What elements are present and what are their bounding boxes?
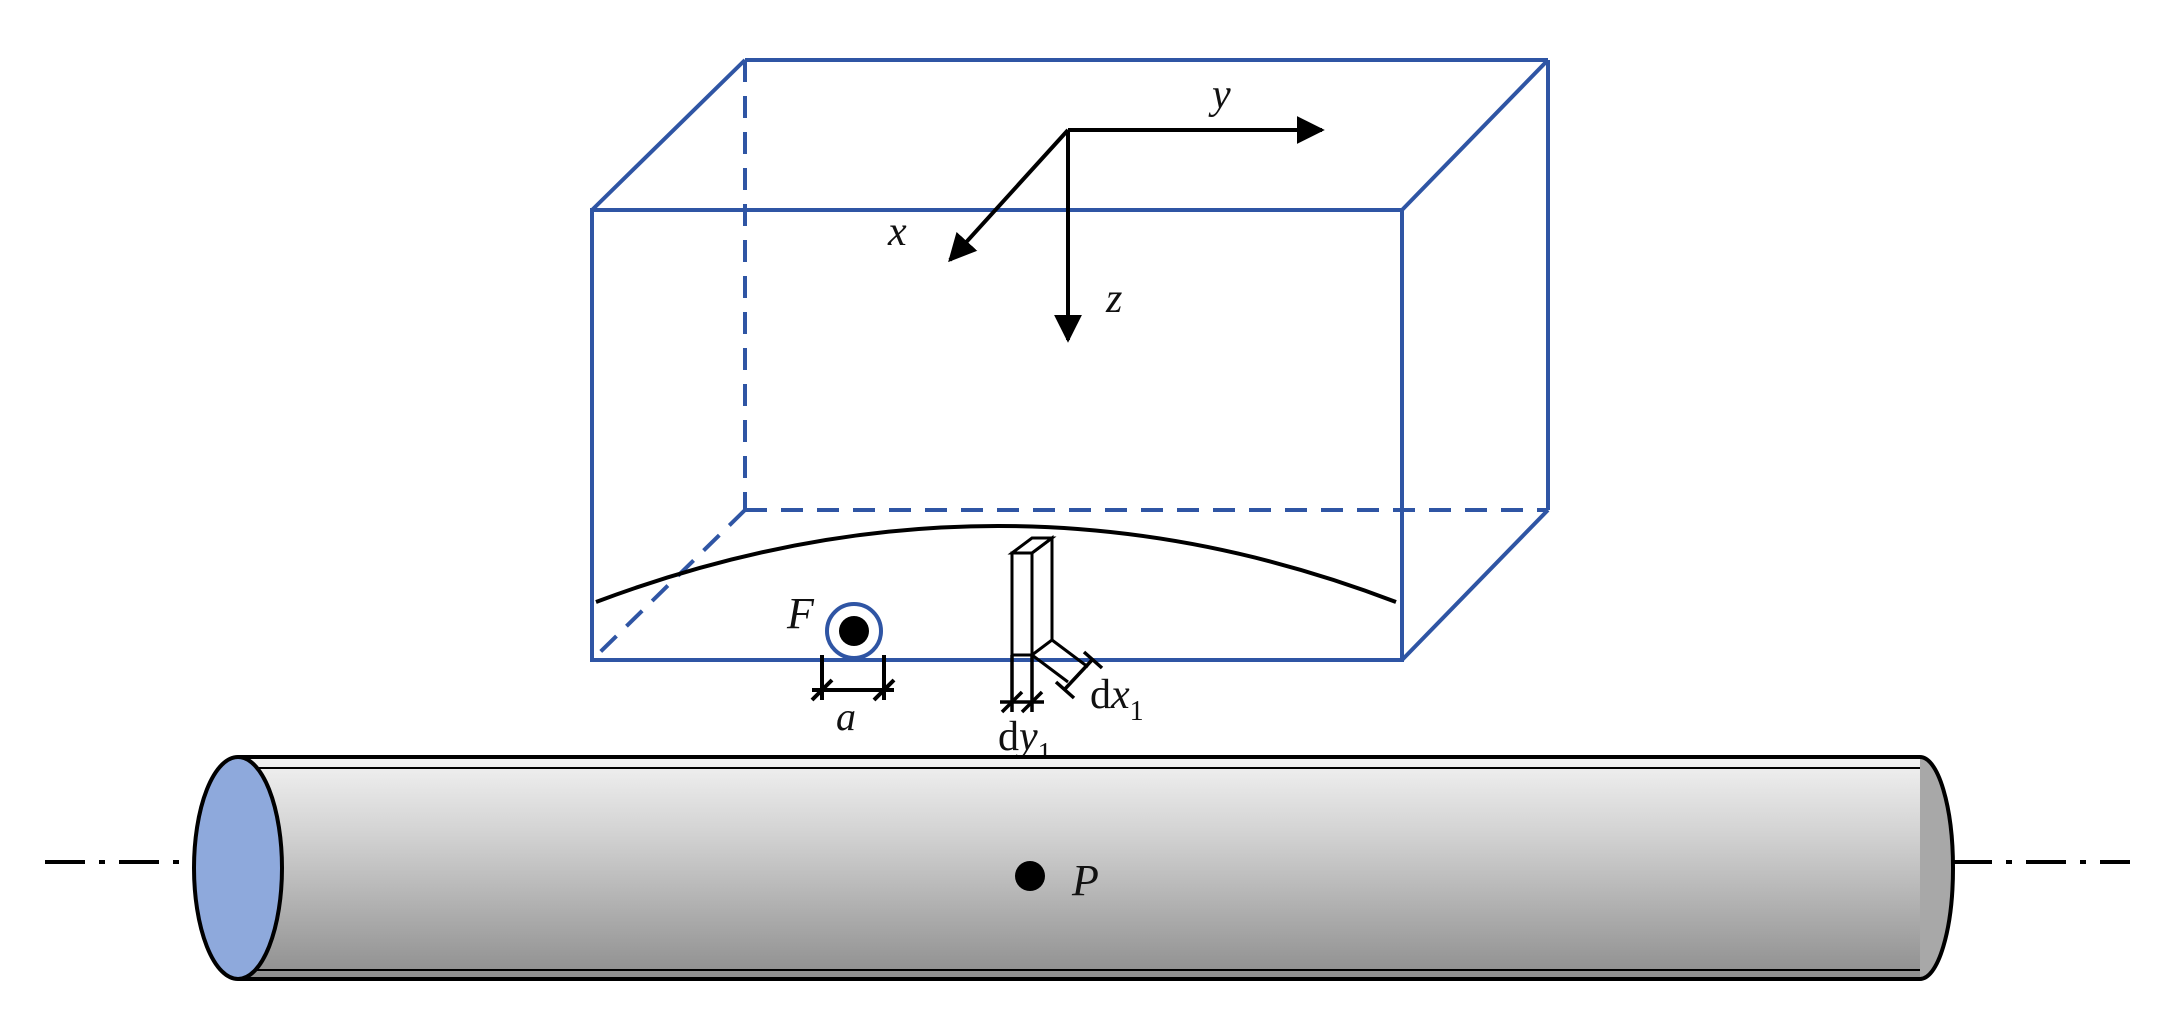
pipe-left-cap [192,755,284,981]
pipe-body [238,757,1920,979]
dimension-dx1-line [1062,658,1094,692]
surface-element-prism [1007,535,1089,684]
prism-base-right-2 [1051,638,1089,669]
dimension-dy1-slash-right [1020,690,1044,714]
box-hidden-edge-diagonal [590,508,747,662]
pipe-surface-curve [595,524,1397,604]
dimension-dy1 [1000,655,1044,714]
box-front-face [590,208,1404,662]
pipe-cylinder [45,755,2130,981]
box-top-right-edge [1400,58,1550,212]
prism-right-face [1030,535,1054,658]
box-bottom-right-edge [1400,508,1550,662]
prism-base-right-1 [1031,653,1069,684]
axis-x-arrow [948,128,1070,263]
dimension-a-slash-right [872,678,896,702]
dimension-dx1-tick-b [1082,650,1104,670]
axis-x-label: x [887,209,907,255]
dimension-dx1-label: dx1 [1090,672,1144,727]
dimension-a [810,655,896,702]
dimension-a-slash-left [810,678,834,702]
point-f-marker [825,602,883,660]
axis-z-label: z [1105,276,1122,322]
prism-front-face [1010,551,1034,657]
dimension-dx1 [1054,650,1104,700]
circled-dot-center-icon [839,616,869,646]
coordinate-axes [948,116,1325,343]
box-top-left-edge [590,58,747,212]
point-p-label: P [1071,856,1099,905]
dimension-dy1-slash-left [1000,690,1024,714]
axis-y-label: y [1208,72,1231,118]
dimension-dx1-tick-a [1054,680,1076,700]
dimension-a-label: a [836,694,856,739]
point-p-marker [1015,861,1045,891]
point-f-label: F [786,589,815,638]
